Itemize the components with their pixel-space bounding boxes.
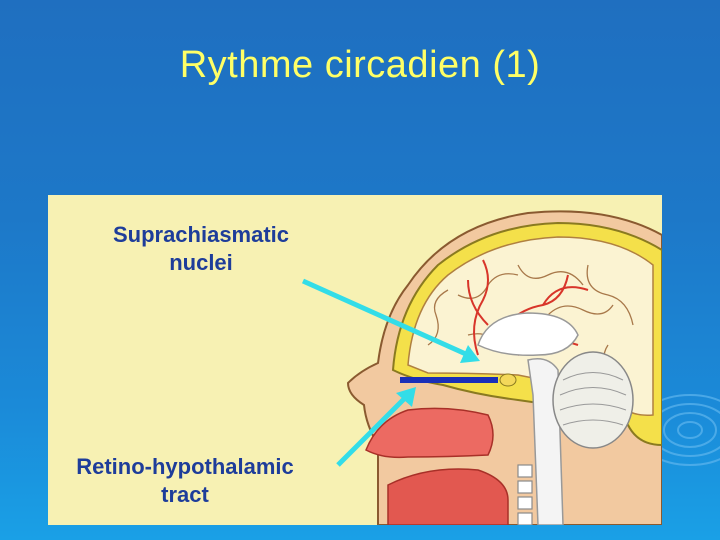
label-rht-line2: tract <box>161 482 209 507</box>
cerebellum <box>552 351 634 449</box>
label-suprachiasmatic-nuclei: Suprachiasmatic nuclei <box>86 221 316 277</box>
retino-hypothalamic-tract-bar <box>400 377 498 383</box>
head-sagittal-illustration <box>301 210 662 525</box>
arrow-to-scn <box>301 278 480 363</box>
arrow-to-tract <box>336 387 416 467</box>
cervical-vertebrae <box>517 464 533 525</box>
pituitary <box>499 373 517 387</box>
nasal-cavity <box>365 407 494 459</box>
oral-cavity <box>387 468 509 525</box>
slide-title: Rythme circadien (1) <box>179 44 541 86</box>
brain-diagram-panel: Suprachiasmatic nuclei Retino-hypothalam… <box>48 195 662 525</box>
label-scn-line1: Suprachiasmatic <box>112 222 290 247</box>
label-retino-hypothalamic-tract: Retino-hypothalamic tract <box>50 453 320 509</box>
label-scn-line2: nuclei <box>169 250 233 275</box>
label-rht-line1: Retino-hypothalamic <box>76 454 294 479</box>
thalamus <box>477 312 579 357</box>
cerebellum-folia <box>559 372 627 426</box>
